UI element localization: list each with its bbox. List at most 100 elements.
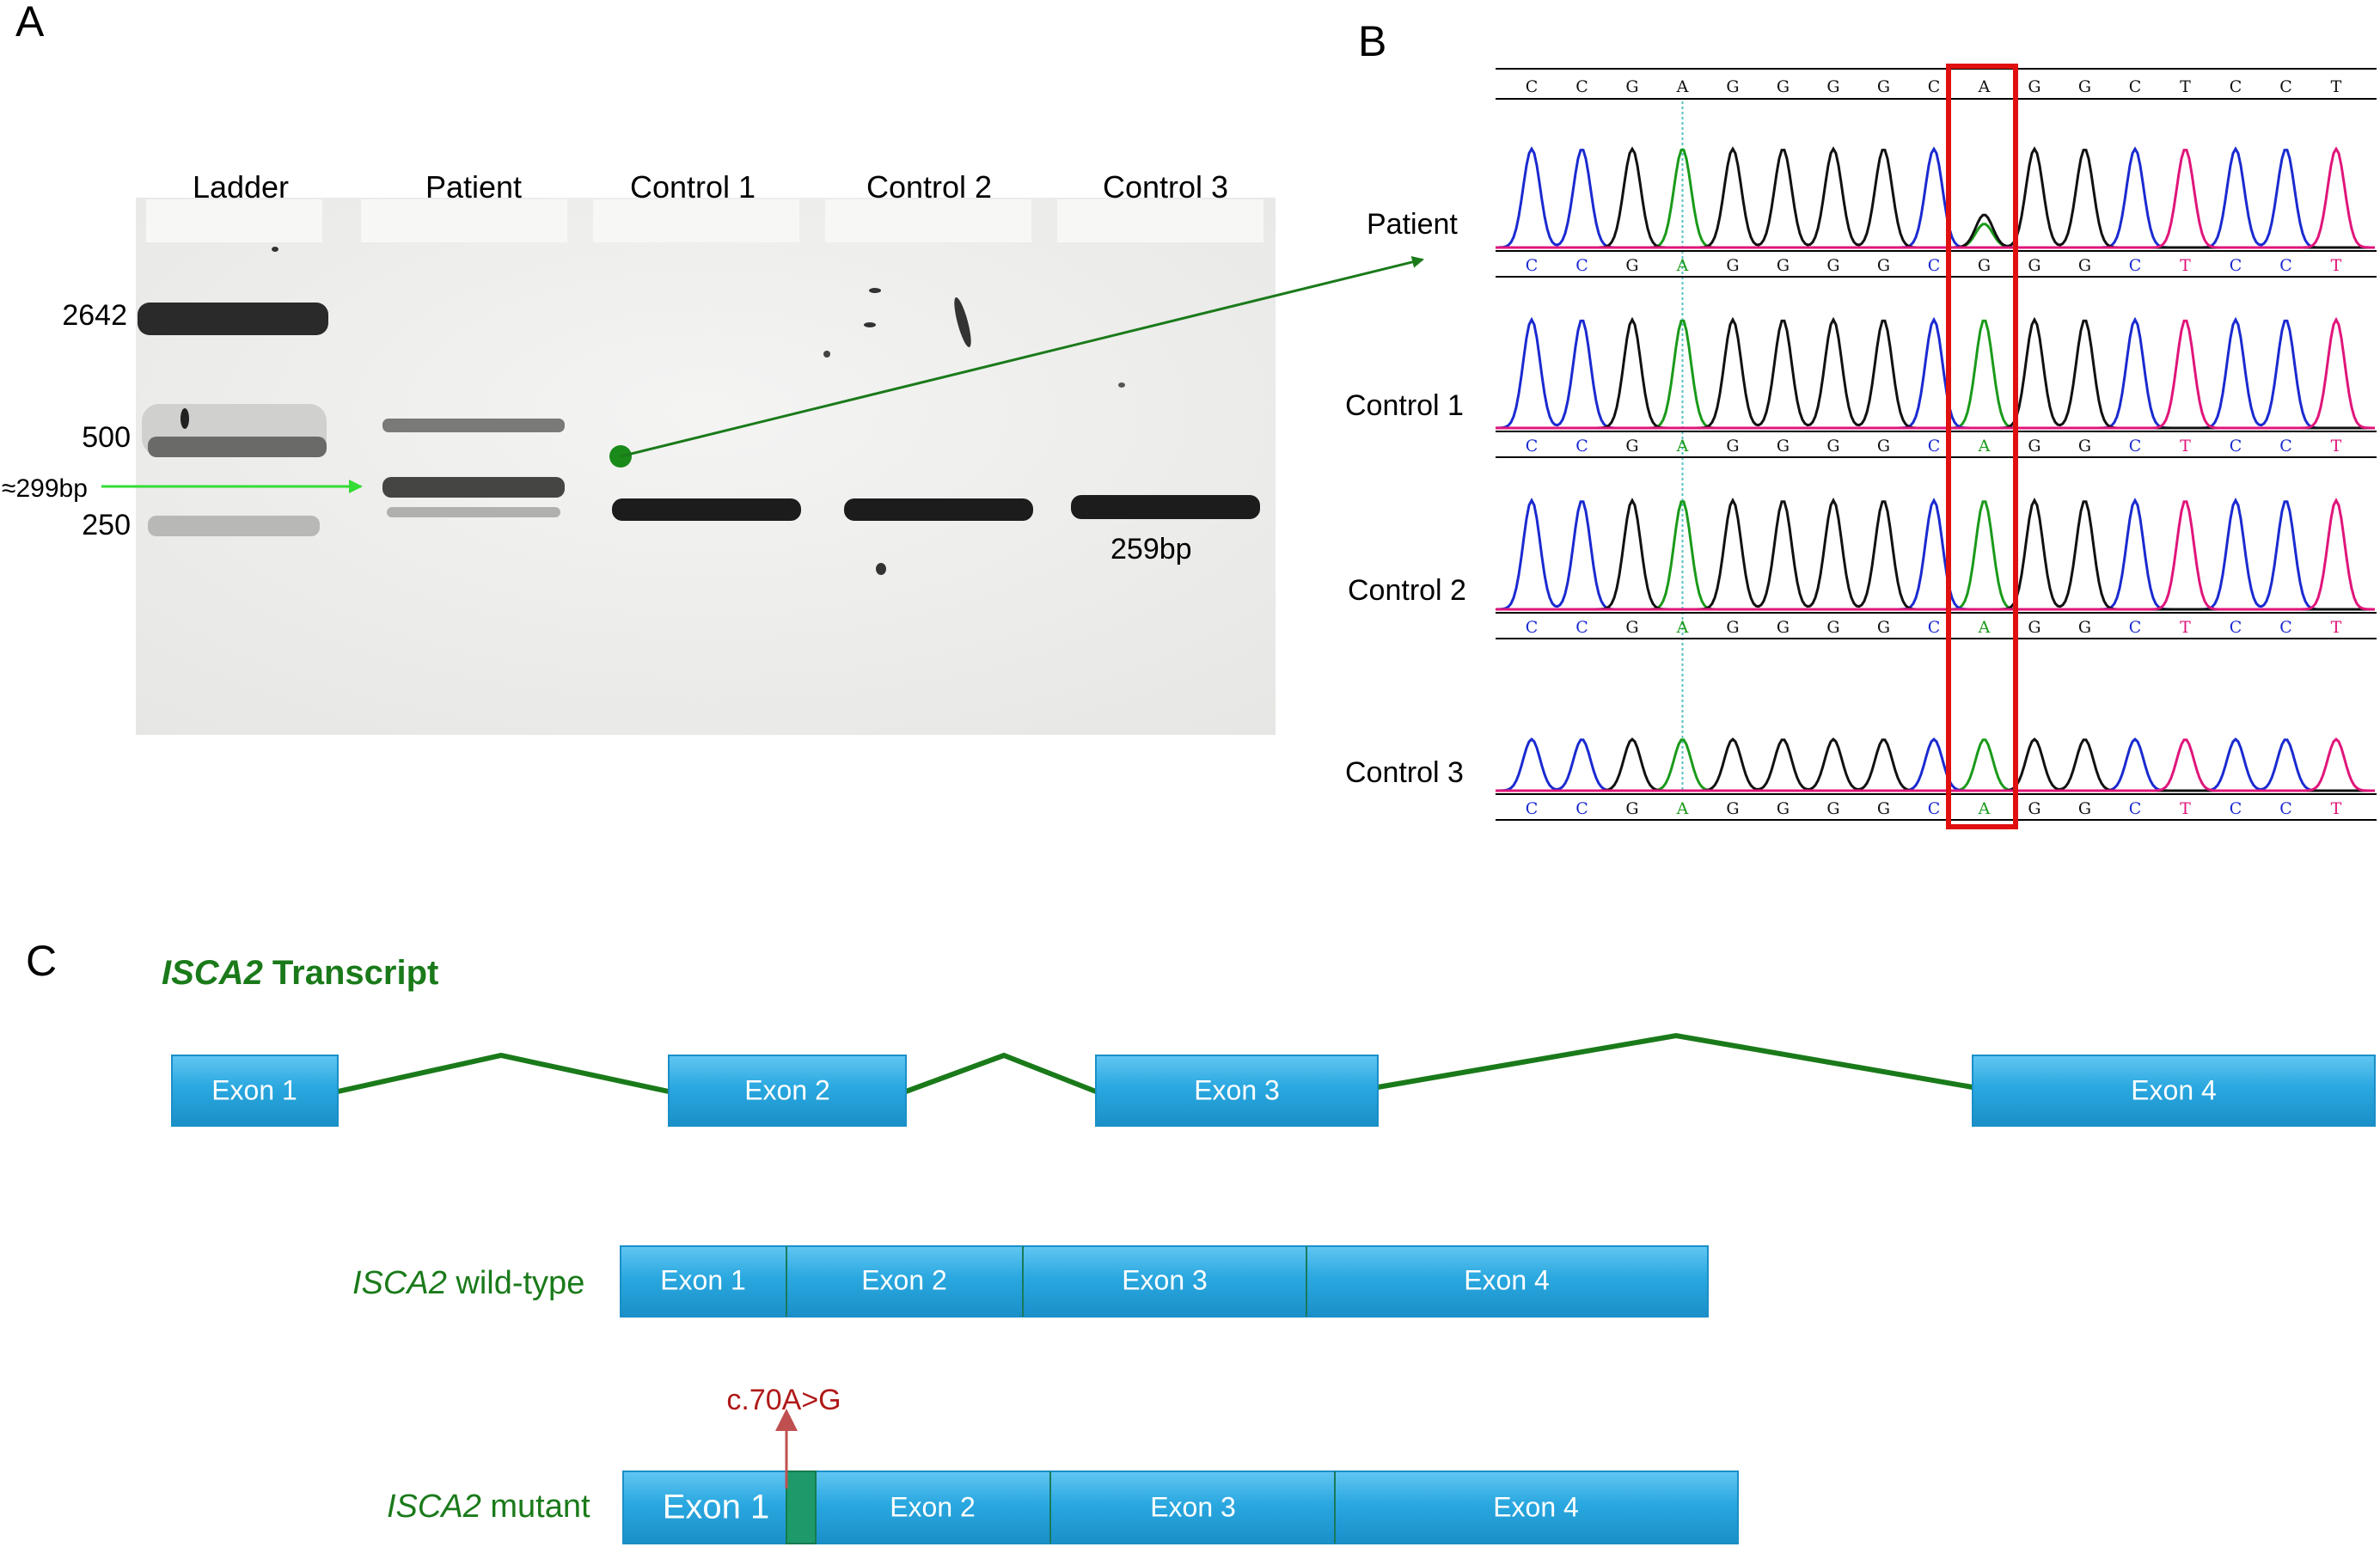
called-base: G [1726, 618, 1739, 637]
transcript-exon-3 [1095, 1055, 1379, 1127]
top-sequence-base: G [1826, 77, 1839, 96]
ladder-size-250: 250 [82, 509, 131, 541]
called-base: A [1978, 799, 1991, 818]
speck [272, 247, 278, 252]
transcript-exon-label: Exon 2 [744, 1074, 830, 1105]
called-base: C [1928, 256, 1941, 275]
called-base: C [1928, 437, 1941, 456]
top-sequence-base: G [1625, 77, 1638, 96]
top-sequence-base: G [1726, 77, 1739, 96]
well [593, 199, 799, 242]
speck [823, 351, 830, 358]
mutant-gene: ISCA2 [387, 1489, 481, 1525]
called-base: G [1877, 437, 1890, 456]
transcript-title-gene: ISCA2 [162, 954, 263, 992]
called-base: T [2331, 618, 2342, 637]
intron-line-2 [904, 1052, 1098, 1094]
ladder-size-2642: 2642 [62, 299, 127, 332]
well [146, 199, 322, 242]
transcript-title-rest: Transcript [263, 954, 439, 992]
called-base: A [1676, 618, 1689, 637]
intron-line-3 [1377, 1032, 1973, 1090]
chromatogram-panel: C C G A G G G G C A G G C T C C T C C G A G G G G C G G G C T C C T C C G A G… [1495, 64, 2377, 829]
called-base: G [2078, 799, 2091, 818]
speck [954, 297, 971, 348]
called-base: A [1676, 256, 1689, 275]
called-base: T [2331, 437, 2342, 456]
panel-label-b: B [1358, 17, 1386, 65]
called-base: G [2028, 437, 2040, 456]
trace-label-patient: Patient [1367, 208, 1458, 241]
control-3-band [1071, 495, 1260, 519]
called-base: G [1826, 799, 1839, 818]
panel-label-a: A [15, 0, 45, 46]
transcript-title: ISCA2 Transcript [162, 954, 438, 992]
called-base: G [1877, 256, 1890, 275]
well [1057, 199, 1263, 242]
speck [869, 288, 881, 293]
ladder-band-2642 [138, 303, 328, 335]
called-base: G [1826, 256, 1839, 275]
called-base: G [1777, 256, 1790, 275]
wildtype-exon-label: Exon 2 [861, 1264, 947, 1295]
called-base: G [1826, 437, 1839, 456]
called-base: T [2180, 799, 2191, 818]
control-2-band [844, 498, 1033, 521]
patient-band-upper [382, 419, 565, 432]
called-base: G [2078, 437, 2091, 456]
control-band-size-label: 259bp [1110, 533, 1192, 566]
trace-g-curve [1496, 146, 2375, 249]
lane-label: Control 1 [630, 169, 756, 205]
called-base: G [2078, 618, 2091, 637]
top-sequence-base: C [1928, 77, 1941, 96]
top-sequence-base: C [2230, 77, 2242, 96]
ladder-size-500: 500 [82, 421, 131, 454]
called-base: G [1625, 437, 1638, 456]
called-base: A [1978, 618, 1991, 637]
called-base: C [2230, 618, 2242, 637]
called-base: A [1978, 437, 1991, 456]
called-base: C [2279, 799, 2292, 818]
wildtype-label: ISCA2 wild-type [352, 1265, 584, 1301]
trace-label-control-3: Control 3 [1345, 756, 1464, 789]
mutant-exon-label: Exon 2 [890, 1491, 976, 1522]
called-base: G [2078, 256, 2091, 275]
trace-t-curve [1496, 316, 2375, 430]
top-sequence-base: A [1676, 77, 1689, 96]
called-base: G [2028, 256, 2040, 275]
called-base: C [1575, 437, 1588, 456]
speck [876, 563, 886, 575]
trace-t-curve [1496, 737, 2375, 792]
wildtype-exon-label: Exon 3 [1122, 1264, 1208, 1295]
transcript-exon-label: Exon 4 [2131, 1074, 2217, 1105]
trace-t-curve [1496, 146, 2375, 249]
mutation-label: c.70A>G [726, 1384, 841, 1416]
called-base: T [2180, 256, 2191, 275]
mutant-exon-label: Exon 4 [1493, 1491, 1579, 1522]
called-base: T [2331, 799, 2342, 818]
top-sequence-base: G [2028, 77, 2040, 96]
trace-g-curve [1496, 316, 2375, 430]
trace-g-curve [1496, 737, 2375, 792]
called-base: G [1877, 618, 1890, 637]
called-base: G [1726, 256, 1739, 275]
called-base: C [1526, 618, 1539, 637]
called-base: C [1928, 799, 1941, 818]
called-base: C [2230, 799, 2242, 818]
lane-label: Control 3 [1103, 169, 1228, 205]
called-base: C [2129, 256, 2142, 275]
called-base: C [2129, 618, 2142, 637]
called-base: C [2279, 256, 2292, 275]
called-base: T [2180, 437, 2191, 456]
called-base: G [1726, 799, 1739, 818]
intron-line-1 [337, 1052, 670, 1094]
called-base: C [1526, 799, 1539, 818]
called-base: C [1928, 618, 1941, 637]
top-sequence-base: A [1978, 77, 1991, 96]
mutant-rest: mutant [481, 1489, 590, 1525]
called-base: G [1625, 618, 1638, 637]
lane-label: Patient [425, 169, 522, 205]
transcript-exon-label: Exon 3 [1194, 1074, 1280, 1105]
gel-image [136, 198, 1276, 735]
top-sequence-base: C [2279, 77, 2292, 96]
